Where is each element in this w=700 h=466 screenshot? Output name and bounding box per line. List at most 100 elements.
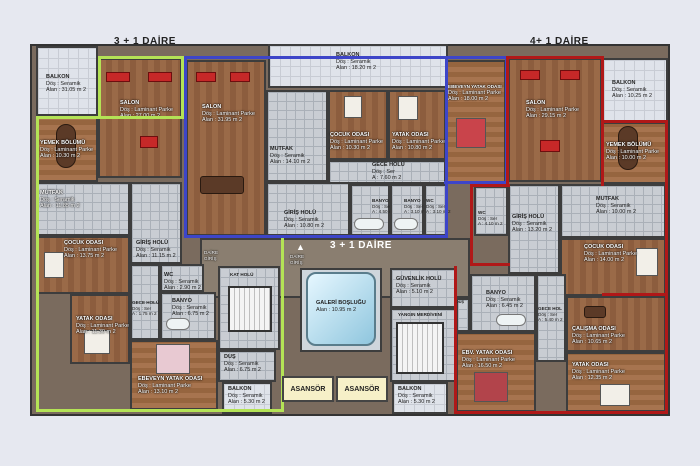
room-wc-c xyxy=(424,184,448,236)
room-floor: Döş : Ser xyxy=(372,203,392,209)
sofa xyxy=(106,72,130,82)
room-area: Alan : 13.10 m 2 xyxy=(138,389,179,395)
room-floor: Döş : Ser xyxy=(426,203,446,209)
room-area: A : 7.60 m 2 xyxy=(372,175,402,181)
room-name: WC xyxy=(478,210,486,215)
label-banyo-c2: BANYO Döş : Ser A : 3.10 m 2 xyxy=(404,198,429,215)
room-area: Alan : 14.00 m 2 xyxy=(584,257,625,263)
room-area: Alan : 10.95 m 2 xyxy=(316,306,357,313)
room-guvenlik xyxy=(390,268,456,308)
label-balkon-tr: BALKON Döş : Seramik Alan : 10.25 m 2 xyxy=(612,80,652,100)
room-area: Alan : 10.65 m 2 xyxy=(572,339,613,345)
room-giris-r xyxy=(508,184,560,274)
room-mutfak-r xyxy=(560,184,666,238)
room-floor: Döş : Seramik xyxy=(172,304,207,311)
room-name: GİRİŞ HOLÜ xyxy=(284,210,317,216)
entrance-label-left: DAİRE GİRİŞ xyxy=(204,250,219,261)
label-wc-c: WC Döş : Ser A : 3.10 m 2 xyxy=(426,198,451,215)
label-giris-c: GİRİŞ HOLÜ Döş : Seramik Alan : 10.80 m … xyxy=(284,210,324,230)
desk xyxy=(584,306,606,318)
room-floor: Döş : Laminant Parke xyxy=(138,382,191,389)
room-floor: Döş : Laminant Parke xyxy=(526,106,579,113)
label-mutfak-r: MUTFAK Döş : Seramik Alan : 10.00 m 2 xyxy=(596,196,636,216)
room-wc-r xyxy=(474,186,508,236)
room-name: DUŞ xyxy=(224,354,236,360)
room-area: Alan : 10.25 m 2 xyxy=(612,93,653,99)
room-floor: Döş : Seramik xyxy=(398,392,433,399)
sofa xyxy=(196,72,216,82)
bathtub xyxy=(354,218,384,230)
room-floor: Döş : Seramik xyxy=(270,152,305,159)
room-balkon-bl xyxy=(222,382,272,414)
room-name: YATAK ODASI xyxy=(392,132,429,138)
room-floor: Döş : Seramik xyxy=(40,196,75,203)
label-balkon-br: BALKON Döş : Seramik Alan : 5.30 m 2 xyxy=(398,386,435,406)
room-name: GECE HOLÜ xyxy=(132,300,160,305)
room-dus-l xyxy=(218,350,276,382)
room-name: BALKON xyxy=(612,80,636,86)
room-floor: Döş : Seramik xyxy=(228,392,263,399)
room-calisma-r xyxy=(566,296,666,352)
sofa xyxy=(520,70,540,80)
label-ebeveyn-l: EBEVEYN YATAK ODASI Döş : Laminant Parke… xyxy=(138,376,202,396)
room-balkon-br xyxy=(392,382,448,414)
room-floor: Döş : Laminant Parke xyxy=(330,138,383,145)
label-yatak-r: YATAK ODASI Döş : Laminant Parke Alan : … xyxy=(572,362,625,382)
label-cocuk-r: ÇOCUK ODASI Döş : Laminant Parke Alan : … xyxy=(584,244,637,264)
armchair xyxy=(140,136,158,148)
room-gece-l xyxy=(130,264,160,340)
right-unit-title: 4+ 1 DAİRE xyxy=(530,36,589,47)
room-floor: Döş : Ser xyxy=(132,305,152,311)
entrance-label-center: DAİRE GİRİŞ xyxy=(290,254,305,265)
room-name: BALKON xyxy=(398,386,422,392)
room-area: Alan : 12.35 m 2 xyxy=(572,375,613,381)
room-area: Alan : 5.30 m 2 xyxy=(398,399,435,405)
room-name: WC xyxy=(164,272,174,278)
room-name: GİRİŞ HOLÜ xyxy=(512,214,545,220)
bathtub xyxy=(496,314,526,326)
center-unit-title: 3 + 1 DAİRE xyxy=(330,240,392,251)
room-floor: Döş : Seramik xyxy=(336,58,371,65)
label-banyo-r: BANYO Döş : Seramik Alan : 6.45 m 2 xyxy=(486,290,523,310)
label-salon-r: SALON Döş : Laminant Parke Alan : 29.15 … xyxy=(526,100,579,120)
label-yatak-c: YATAK ODASI Döş : Laminant Parke Alan : … xyxy=(392,132,445,152)
room-area: Alan : 13.75 m 2 xyxy=(64,253,105,259)
room-floor: Döş : Ser xyxy=(478,215,498,221)
room-name: YEMEK BÖLÜMÜ xyxy=(40,140,86,146)
label-guvenlik: GÜVENLİK HOLÜ Döş : Seramik Alan : 5.10 … xyxy=(396,276,442,296)
room-area: A : 4.50 m 2 xyxy=(372,209,397,215)
label-calisma-r: ÇALIŞMA ODASI Döş : Laminant Parke Alan … xyxy=(572,326,625,346)
room-giris-l xyxy=(130,182,182,264)
room-wc-l xyxy=(160,264,204,292)
room-area: Alan : 18.20 m 2 xyxy=(336,65,377,71)
room-area: A : 1.75 m 2 xyxy=(132,311,157,317)
staircase xyxy=(228,286,272,332)
room-name: SALON xyxy=(526,100,546,106)
bathtub xyxy=(166,318,190,330)
room-area: A : 3.10 m 2 xyxy=(404,209,429,215)
room-salon-c xyxy=(186,60,266,236)
room-floor: Döş : Seramik xyxy=(512,220,547,227)
label-cocuk-c: ÇOCUK ODASI Döş : Laminant Parke Alan : … xyxy=(330,132,383,152)
room-area: Alan : 11.15 m 2 xyxy=(136,253,176,259)
room-floor: Döş : Laminant Parke xyxy=(572,332,625,339)
room-floor: Döş : Laminant Parke xyxy=(76,322,129,329)
room-floor: Döş : Seramik xyxy=(486,296,521,303)
room-name: YATAK ODASI xyxy=(76,316,113,322)
bed xyxy=(344,96,362,118)
label-gece-l: GECE HOLÜ Döş : Ser A : 1.75 m 2 xyxy=(132,300,159,317)
room-name: BALKON xyxy=(228,386,252,392)
room-floor: Döş : Ser xyxy=(404,203,424,209)
room-area: A : 5.40 m 2 xyxy=(538,317,563,323)
label-balkon-top: BALKON Döş : Seramik Alan : 18.20 m 2 xyxy=(336,52,376,72)
room-name: YEMEK BÖLÜMÜ xyxy=(606,142,652,148)
room-name: ÇOCUK ODASI xyxy=(64,240,104,246)
sofa xyxy=(230,72,250,82)
label-yemek-l: YEMEK BÖLÜMÜ Döş : Laminant Parke Alan :… xyxy=(40,140,93,160)
bed xyxy=(456,118,486,148)
room-area: A : 3.10 m 2 xyxy=(426,209,451,215)
bed xyxy=(84,330,110,354)
dining-table xyxy=(200,176,244,194)
label-yangin: YANGIN MERDİVENİ xyxy=(398,312,442,318)
